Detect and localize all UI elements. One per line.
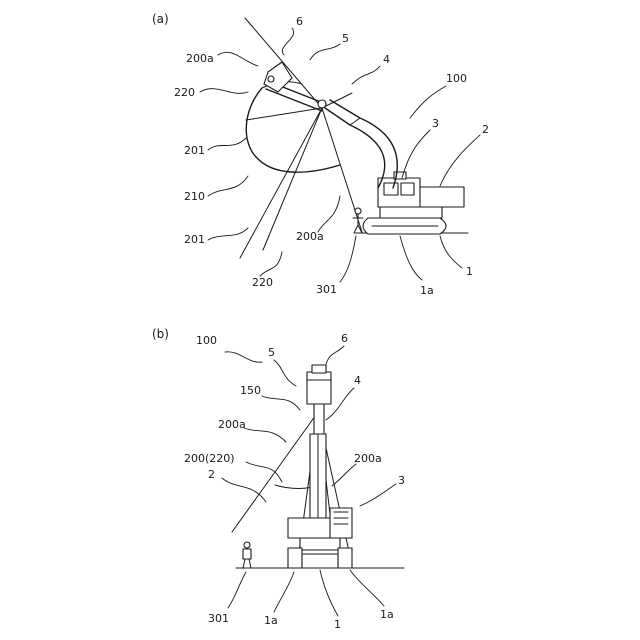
worker-head-a [355,208,361,214]
panel-a-label: (a) [152,12,169,26]
lead-201-mid-a [208,138,246,150]
worker-leg-l-b [243,559,245,568]
lead-3-b [360,484,396,506]
worker-torso-b [243,549,251,559]
ref-2-a: 2 [482,123,489,136]
ref-200a-left-b: 200a [218,418,246,431]
bucket-pin-a [268,76,274,82]
bucket-b [307,372,331,404]
ref-200a-right-b: 200a [354,452,382,465]
lead-4-a [352,66,380,84]
ref-150-b: 150 [240,384,261,397]
lead-3-a [402,130,430,178]
ref-6-b: 6 [341,332,348,345]
ref-301-b: 301 [208,612,229,625]
worker-b [243,542,251,568]
ref-200a-top-a: 200a [186,52,214,65]
lead-200a-left-b [244,428,286,442]
ref-220-top-a: 220 [174,86,195,99]
ref-2-b: 2 [208,468,215,481]
arm-edge-2 [266,89,322,111]
undercarriage-b [302,554,338,568]
arm-b [314,404,324,434]
lead-301-a [340,236,356,282]
ref-220-low-a: 220 [252,276,273,289]
lead-6-a [282,28,293,55]
boom-cross-a [350,118,360,125]
ref-6-a: 6 [296,15,303,28]
track-right-b [338,548,352,568]
ref-200a-mid-a: 200a [296,230,324,243]
lead-200a-mid-a [318,196,340,232]
lower-frame-b [300,538,340,550]
panel-a: (a) [152,12,489,297]
ref-200-220-b: 200(220) [184,452,235,465]
worker-leg-r-b [249,559,251,568]
boom-upper-edge-a [325,108,385,188]
worker-leg-l-a [354,225,358,233]
cab-window-right-a [401,183,414,195]
lead-5-a [310,44,340,60]
lead-150-b [262,396,300,410]
bucket-link-b [312,365,326,373]
ref-5-a: 5 [342,32,349,45]
lead-200a-right-b [332,464,356,486]
lead-1a-right-b [350,570,384,606]
ref-210-a: 210 [184,190,205,203]
lead-5-b [274,360,296,386]
view-ray-220 [263,108,322,250]
cab-window-left-a [384,183,398,195]
lead-200a-top-a [218,52,258,66]
lead-301-b [228,572,246,608]
ref-3-a: 3 [432,117,439,130]
view-ray-201-mid [246,108,322,120]
arm-pin-a [318,100,326,108]
ref-5-b: 5 [268,346,275,359]
lead-210-a [208,176,248,196]
ref-4-b: 4 [354,374,361,387]
lead-2-b [222,478,266,502]
lead-200-220-b [246,462,282,482]
lead-2-a [440,135,480,186]
ref-201-mid-a: 201 [184,144,205,157]
track-left-b [288,548,302,568]
ref-100-b: 100 [196,334,217,347]
lead-1a-a [400,236,422,280]
ref-301-a: 301 [316,283,337,296]
ref-1-a: 1 [466,265,473,278]
worker-head-b [244,542,250,548]
lead-100-a [410,86,446,118]
lead-6-b [326,346,344,364]
ref-201-low-a: 201 [184,233,205,246]
lead-1a-left-b [274,572,294,612]
lower-frame-a [380,206,442,218]
lead-100-b [225,352,262,362]
lead-220-low-a [260,252,282,276]
view-ray-right [322,93,352,108]
ref-4-a: 4 [383,53,390,66]
ref-1a-a: 1a [420,284,434,297]
panel-b: (b) [152,327,405,631]
boom-lower-edge-a [330,100,397,188]
ref-100-a: 100 [446,72,467,85]
lead-1-a [440,236,462,268]
panel-b-label: (b) [152,327,169,341]
ref-3-b: 3 [398,474,405,487]
lead-220-top-a [200,89,248,94]
display-dome-a [246,88,340,172]
ref-1a-left-b: 1a [264,614,278,627]
ref-1-b: 1 [334,618,341,631]
ref-1a-right-b: 1a [380,608,394,621]
lead-201-low-a [208,228,248,240]
lead-1-b [320,570,338,616]
